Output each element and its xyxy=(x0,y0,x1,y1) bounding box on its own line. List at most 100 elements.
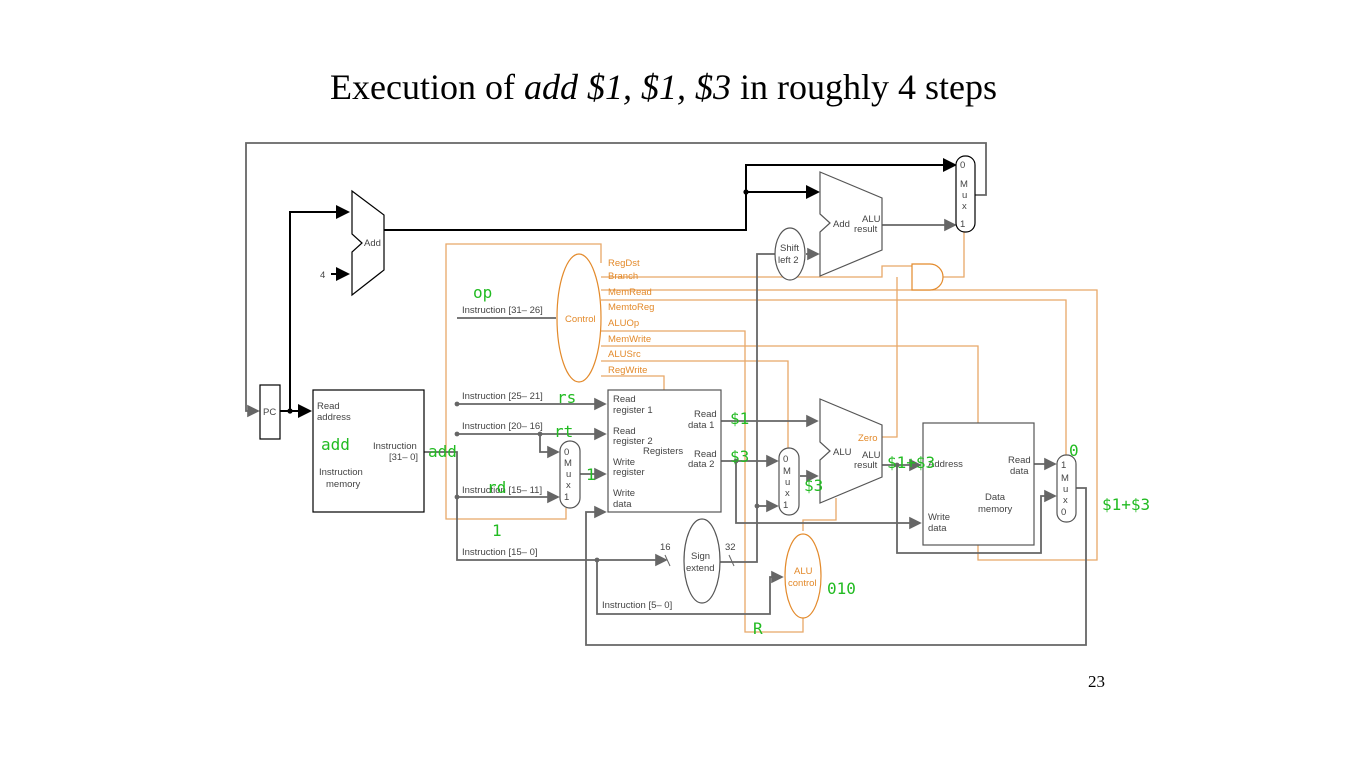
svg-text:x: x xyxy=(566,480,571,491)
datapath-wires xyxy=(245,142,1087,646)
svg-text:u: u xyxy=(785,477,790,488)
svg-text:M: M xyxy=(783,466,791,477)
svg-text:1: 1 xyxy=(564,492,569,503)
constant-four: 4 xyxy=(320,270,325,281)
svg-text:Registers: Registers xyxy=(643,446,683,457)
svg-text:data 2: data 2 xyxy=(688,459,714,470)
instruction-field-labels: Instruction [31– 26] Instruction [25– 21… xyxy=(462,305,672,611)
svg-text:ALU: ALU xyxy=(862,450,881,461)
signal-branch: Branch xyxy=(608,271,638,282)
annotation-regdst-2: 1 xyxy=(492,521,502,540)
svg-text:1: 1 xyxy=(960,219,965,230)
alu-control: ALU control xyxy=(784,533,822,619)
svg-text:0: 0 xyxy=(960,160,965,171)
svg-text:extend: extend xyxy=(686,563,715,574)
svg-text:u: u xyxy=(1063,484,1068,495)
field-15-11: Instruction [15– 11] xyxy=(462,485,542,496)
register-file: Read register 1 Read register 2 Write re… xyxy=(607,389,722,513)
svg-text:Read: Read xyxy=(694,449,717,460)
field-31-26: Instruction [31– 26] xyxy=(462,305,543,316)
svg-text:ALU: ALU xyxy=(862,214,881,225)
svg-text:ALU: ALU xyxy=(794,566,813,577)
svg-text:Zero: Zero xyxy=(858,433,878,444)
memtoreg-mux: 1 M u x 0 xyxy=(1056,454,1077,523)
control-signal-labels: RegDst Branch MemRead MemtoReg ALUOp Mem… xyxy=(608,258,654,376)
imem-instruction-2: [31– 0] xyxy=(389,452,418,463)
signal-memread: MemRead xyxy=(608,287,652,298)
annotation-alusrc-output: $3 xyxy=(804,476,823,495)
annotation-rs: rs xyxy=(557,388,576,407)
svg-text:result: result xyxy=(854,460,878,471)
svg-text:memory: memory xyxy=(978,504,1013,515)
svg-text:control: control xyxy=(788,578,817,589)
svg-text:M: M xyxy=(1061,473,1069,484)
field-5-0: Instruction [5– 0] xyxy=(602,600,672,611)
imem-read-address-2: address xyxy=(317,412,351,423)
slide-title: Execution of add $1, $1, $3 in roughly 4… xyxy=(0,66,1327,108)
svg-text:Control: Control xyxy=(565,314,596,325)
svg-text:register 1: register 1 xyxy=(613,405,653,416)
svg-text:Write: Write xyxy=(613,457,635,468)
branch-adder: Add ALU result xyxy=(819,171,883,277)
title-prefix: Execution of xyxy=(330,67,524,107)
svg-text:data 1: data 1 xyxy=(688,420,714,431)
annotation-rd: rd xyxy=(487,478,506,497)
svg-text:x: x xyxy=(962,201,967,212)
signal-alusrc: ALUSrc xyxy=(608,349,641,360)
instruction-memory: Read address Instruction [31– 0] Instruc… xyxy=(312,389,425,513)
signal-regwrite: RegWrite xyxy=(608,365,647,376)
title-suffix: in roughly 4 steps xyxy=(730,67,997,107)
pc-mux: 0 M u x 1 xyxy=(955,155,976,233)
pc-adder: Add xyxy=(351,189,385,297)
svg-text:Sign: Sign xyxy=(691,551,710,562)
svg-text:Add: Add xyxy=(364,238,381,249)
annotation-memtoreg: 0 xyxy=(1069,441,1079,460)
main-alu: ALU Zero ALU result xyxy=(819,398,883,504)
annotation-writeback: $1+$3 xyxy=(1102,495,1150,514)
annotation-read-data-2: $3 xyxy=(730,447,749,466)
annotation-alu-control-code: 010 xyxy=(827,579,856,598)
signal-aluop: ALUOp xyxy=(608,318,639,329)
title-instruction: add $1, $1, $3 xyxy=(523,67,731,107)
pc-path-wires xyxy=(280,158,957,418)
svg-text:Write: Write xyxy=(613,488,635,499)
svg-text:Read: Read xyxy=(694,409,717,420)
shift-left-2: Shift left 2 xyxy=(774,227,806,281)
svg-text:Address: Address xyxy=(928,459,963,470)
svg-text:register 2: register 2 xyxy=(613,436,653,447)
svg-text:Add: Add xyxy=(833,219,850,230)
annotation-alu-result: $1+$3 xyxy=(887,453,935,472)
svg-text:0: 0 xyxy=(783,454,788,465)
regdst-mux: 0 M u x 1 xyxy=(559,440,581,509)
svg-text:PC: PC xyxy=(263,407,276,418)
svg-text:ALU: ALU xyxy=(833,447,852,458)
svg-text:M: M xyxy=(564,458,572,469)
annotation-add-instruction: add xyxy=(428,442,457,461)
svg-text:u: u xyxy=(566,469,571,480)
annotation-aluop-type: R xyxy=(753,619,763,638)
field-25-21: Instruction [25– 21] xyxy=(462,391,543,402)
svg-text:data: data xyxy=(1010,466,1029,477)
svg-text:Read: Read xyxy=(1008,455,1031,466)
svg-text:0: 0 xyxy=(564,447,569,458)
svg-text:Shift: Shift xyxy=(780,243,799,254)
imem-read-address-1: Read xyxy=(317,401,340,412)
svg-text:Write: Write xyxy=(928,512,950,523)
field-15-0: Instruction [15– 0] xyxy=(462,547,538,558)
svg-text:data: data xyxy=(613,499,632,510)
svg-text:x: x xyxy=(1063,495,1068,506)
annotation-rt: rt xyxy=(554,422,573,441)
svg-text:Read: Read xyxy=(613,426,636,437)
imem-instruction-1: Instruction xyxy=(373,441,417,452)
signal-memtoreg: MemtoReg xyxy=(608,302,654,313)
svg-text:data: data xyxy=(928,523,947,534)
svg-text:u: u xyxy=(962,190,967,201)
annotation-op: op xyxy=(473,283,492,302)
svg-text:1: 1 xyxy=(1061,460,1066,471)
control-unit: Control xyxy=(556,253,602,383)
imem-name-1: Instruction xyxy=(319,467,363,478)
svg-text:0: 0 xyxy=(1061,507,1066,518)
alusrc-mux: 0 M u x 1 xyxy=(778,447,800,516)
svg-text:left 2: left 2 xyxy=(778,255,799,266)
